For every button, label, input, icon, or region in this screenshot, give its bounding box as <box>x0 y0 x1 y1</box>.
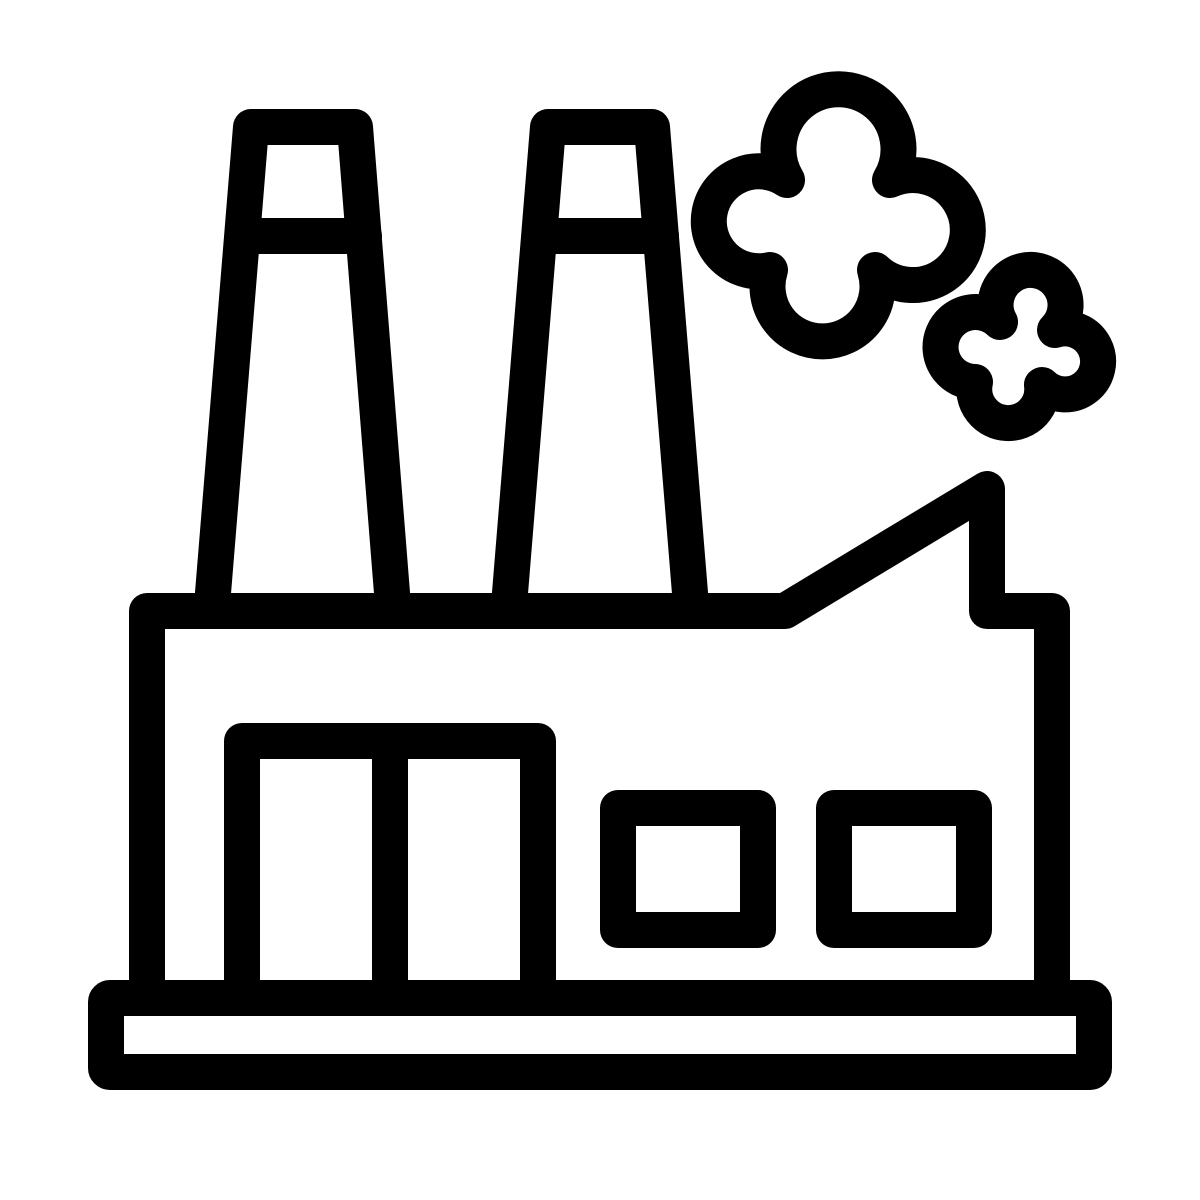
smoke-cloud-large-icon <box>690 71 986 360</box>
chimney-right-icon <box>492 109 708 611</box>
building-outline <box>129 471 1070 998</box>
window-right <box>816 790 992 948</box>
smoke-cloud-small-icon <box>922 251 1117 442</box>
base-platform <box>88 980 1112 1090</box>
chimney-left-icon <box>195 109 410 611</box>
window-left <box>600 790 776 948</box>
door-icon <box>224 723 556 998</box>
